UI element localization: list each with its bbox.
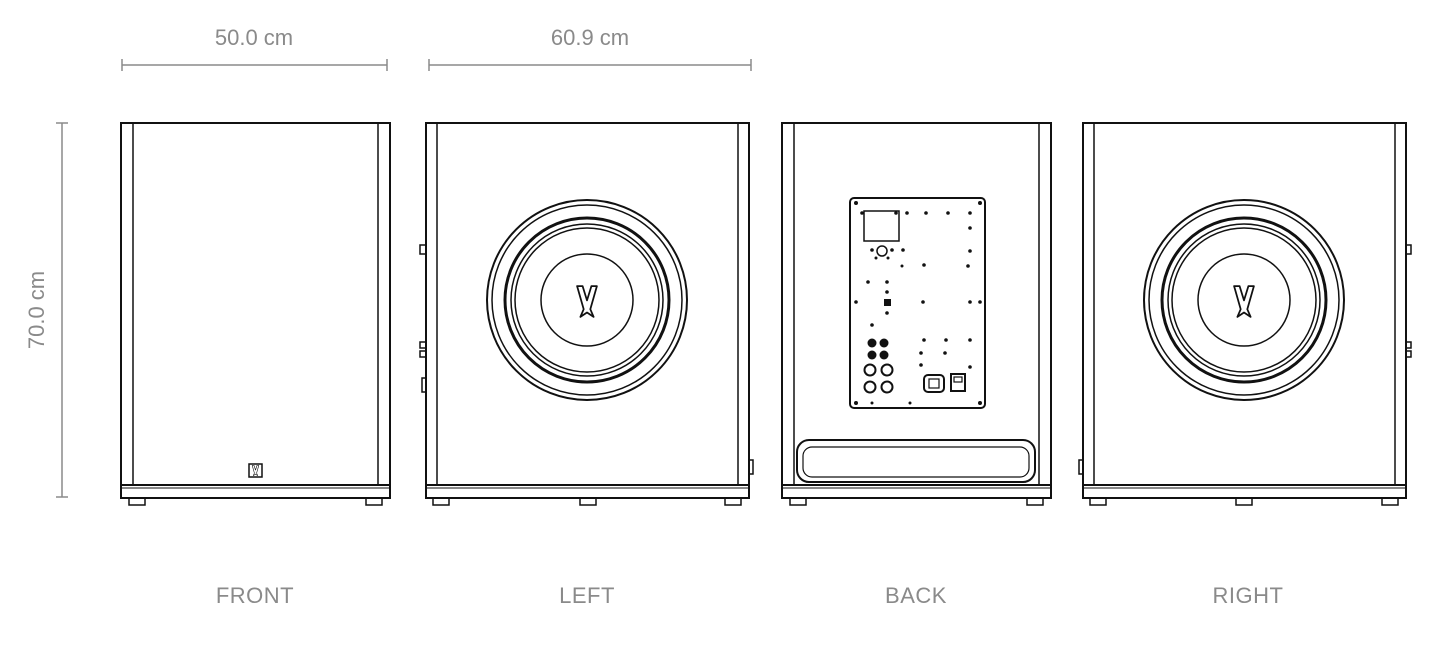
woofer-icon — [486, 199, 688, 401]
left-view — [419, 122, 754, 506]
right-view — [1078, 122, 1412, 506]
height-dimension-label: 70.0 cm — [24, 271, 49, 349]
view-label-right: RIGHT — [1213, 583, 1284, 608]
view-label-back: BACK — [885, 583, 947, 608]
back-view — [781, 122, 1052, 506]
front-view — [120, 122, 391, 506]
amplifier-panel-icon — [849, 197, 986, 409]
woofer-icon — [1143, 199, 1345, 401]
brand-logo-icon — [248, 463, 263, 478]
width-dimension-label: 50.0 cm — [215, 25, 293, 50]
view-label-front: FRONT — [216, 583, 294, 608]
depth-dimension-label: 60.9 cm — [551, 25, 629, 50]
height-dimension: 70.0 cm — [24, 122, 68, 498]
view-label-left: LEFT — [559, 583, 615, 608]
width-dimension: 50.0 cm — [121, 25, 388, 71]
handle-icon — [796, 439, 1036, 483]
depth-dimension: 60.9 cm — [428, 25, 752, 71]
